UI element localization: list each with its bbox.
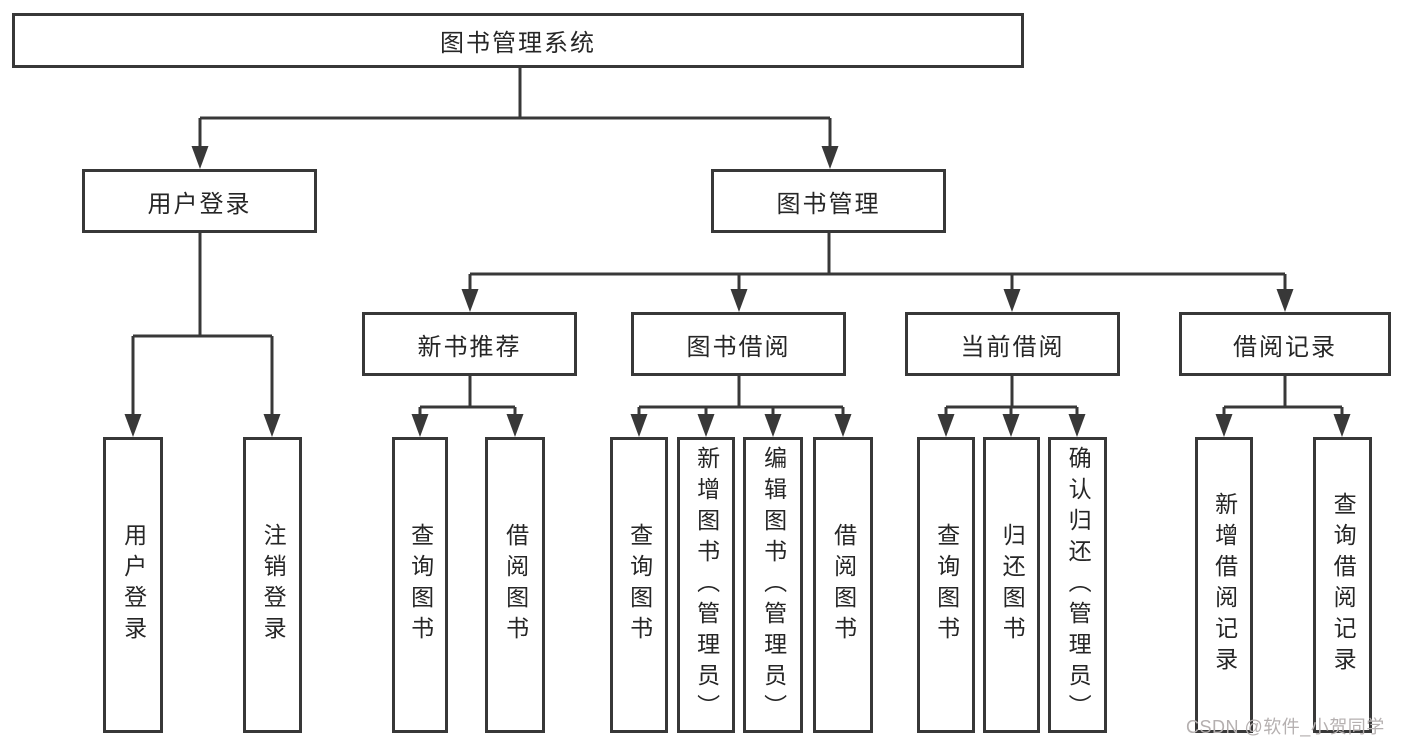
leaf-logout-label: 注销登录 (260, 523, 287, 647)
arrowhead (1068, 414, 1086, 437)
leaf-query-books-recommend-label: 查询图书 (407, 523, 434, 647)
leaf-logout: 注销登录 (243, 437, 302, 733)
node-book-management: 图书管理 (711, 169, 946, 233)
connector-book-borrow-to-leaves (637, 376, 845, 431)
arrowhead (937, 414, 955, 437)
leaf-return-books-label: 归还图书 (999, 523, 1026, 647)
node-book-management-label: 图书管理 (776, 190, 881, 218)
node-book-borrow-label: 图书借阅 (686, 333, 791, 361)
node-user-login: 用户登录 (82, 169, 317, 233)
node-user-login-label: 用户登录 (147, 190, 252, 218)
leaf-user-login: 用户登录 (103, 437, 163, 733)
leaf-add-books-admin-label: 新增图书（管理员） (693, 445, 720, 725)
leaf-query-books-borrow: 查询图书 (610, 437, 668, 733)
leaf-add-books-admin: 新增图书（管理员） (677, 437, 735, 733)
node-borrow-records-label: 借阅记录 (1233, 333, 1337, 361)
leaf-query-books-recommend: 查询图书 (392, 437, 448, 733)
connector-book-management-to-level3 (468, 233, 1287, 306)
leaf-query-books-borrow-label: 查询图书 (626, 523, 653, 647)
leaf-add-borrow-record: 新增借阅记录 (1195, 437, 1253, 733)
arrowhead (1276, 289, 1294, 312)
arrowhead (461, 289, 479, 312)
leaf-query-borrow-record-label: 查询借阅记录 (1330, 492, 1357, 678)
leaf-user-login-label: 用户登录 (120, 523, 147, 647)
arrowhead (630, 414, 648, 437)
node-book-borrow: 图书借阅 (631, 312, 846, 376)
arrowhead (124, 414, 142, 437)
node-library-management-system-label: 图书管理系统 (440, 30, 596, 57)
csdn-watermark: CSDN @软件_小贺同学 (1186, 717, 1385, 737)
arrowhead (1002, 414, 1020, 437)
leaf-borrow-books: 借阅图书 (813, 437, 873, 733)
arrowhead (697, 414, 715, 437)
leaf-edit-books-admin-label: 编辑图书（管理员） (760, 445, 787, 725)
leaf-borrow-books-recommend: 借阅图书 (485, 437, 545, 733)
arrowhead (834, 414, 852, 437)
arrowhead (263, 414, 281, 437)
leaf-return-books: 归还图书 (983, 437, 1040, 733)
arrowhead (821, 146, 839, 169)
arrowhead (191, 146, 209, 169)
connector-borrow-records-to-leaves (1222, 376, 1344, 431)
node-borrow-records: 借阅记录 (1179, 312, 1391, 376)
arrowhead (730, 289, 748, 312)
leaf-borrow-books-label: 借阅图书 (830, 523, 857, 647)
arrowhead (764, 414, 782, 437)
leaf-confirm-return-admin: 确认归还（管理员） (1048, 437, 1107, 733)
node-new-book-recommend-label: 新书推荐 (417, 333, 522, 361)
arrowhead (411, 414, 429, 437)
node-current-borrow: 当前借阅 (905, 312, 1120, 376)
connector-root-to-level2 (198, 68, 832, 163)
leaf-query-books-current: 查询图书 (917, 437, 975, 733)
arrowhead (1003, 289, 1021, 312)
leaf-query-books-current-label: 查询图书 (933, 523, 960, 647)
leaf-borrow-books-recommend-label: 借阅图书 (502, 523, 529, 647)
leaf-edit-books-admin: 编辑图书（管理员） (743, 437, 803, 733)
leaf-add-borrow-record-label: 新增借阅记录 (1211, 492, 1238, 678)
leaf-query-borrow-record: 查询借阅记录 (1313, 437, 1372, 733)
node-current-borrow-label: 当前借阅 (960, 333, 1065, 361)
arrowhead (1215, 414, 1233, 437)
connector-user-login-to-leaves (131, 233, 274, 431)
node-new-book-recommend: 新书推荐 (362, 312, 577, 376)
connector-new-book-recommend-to-leaves (418, 376, 517, 431)
arrowhead (1333, 414, 1351, 437)
leaf-confirm-return-admin-label: 确认归还（管理员） (1065, 445, 1092, 725)
node-library-management-system: 图书管理系统 (12, 13, 1024, 68)
arrowhead (506, 414, 524, 437)
